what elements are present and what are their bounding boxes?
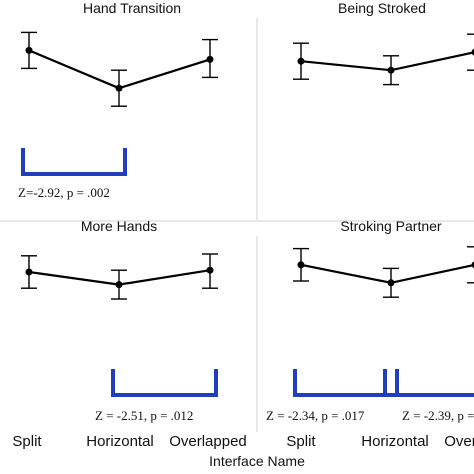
- stat-annotation-stroking-partner-1: Z = -2.34, p = .017: [266, 408, 365, 423]
- x-tick-overlapped-left: Overlapped: [169, 433, 247, 450]
- stat-annotation-hand-transition: Z=-2.92, p = .002: [18, 185, 110, 200]
- mean-point-panel-1-1: [387, 66, 395, 74]
- mean-point-panel-2-1: [115, 281, 123, 289]
- mean-point-panel-2-0: [25, 268, 33, 276]
- mean-point-panel-0-1: [115, 84, 123, 92]
- x-tick-split-right: Split: [286, 433, 316, 450]
- significance-bracket-panel-2-0: [111, 369, 218, 397]
- panel-title-hand-transition: Hand Transition: [83, 0, 181, 16]
- mean-line-panel-3: [300, 263, 474, 284]
- stat-annotation-stroking-partner-2: Z = -2.39, p = .01: [402, 408, 474, 423]
- mean-point-panel-2-2: [206, 266, 214, 274]
- significance-bracket-panel-3-0: [293, 369, 399, 397]
- mean-point-panel-1-0: [297, 57, 305, 65]
- panel-title-stroking-partner: Stroking Partner: [340, 218, 441, 234]
- significance-bracket-panel-3-1: [383, 369, 474, 397]
- significance-bracket-panel-0-0: [21, 148, 127, 176]
- x-tick-horizontal-left: Horizontal: [86, 433, 154, 450]
- mean-point-panel-0-2: [206, 55, 214, 63]
- panel-title-more-hands: More Hands: [81, 218, 157, 234]
- mean-point-panel-1-2: [471, 48, 474, 56]
- x-tick-overlapped-right: Overlapped: [444, 433, 474, 450]
- mean-line-panel-1: [300, 51, 474, 72]
- mean-point-panel-3-2: [471, 261, 474, 269]
- chart-marks: [21, 31, 474, 397]
- stat-annotation-more-hands: Z = -2.51, p = .012: [95, 408, 193, 423]
- x-tick-horizontal-right: Horizontal: [361, 433, 429, 450]
- x-tick-split-left: Split: [12, 433, 42, 450]
- x-axis-label: Interface Name: [209, 453, 305, 469]
- mean-point-panel-3-0: [297, 261, 305, 269]
- panel-title-being-stroked: Being Stroked: [338, 0, 426, 16]
- mean-point-panel-3-1: [387, 279, 395, 287]
- mean-point-panel-0-0: [25, 46, 33, 54]
